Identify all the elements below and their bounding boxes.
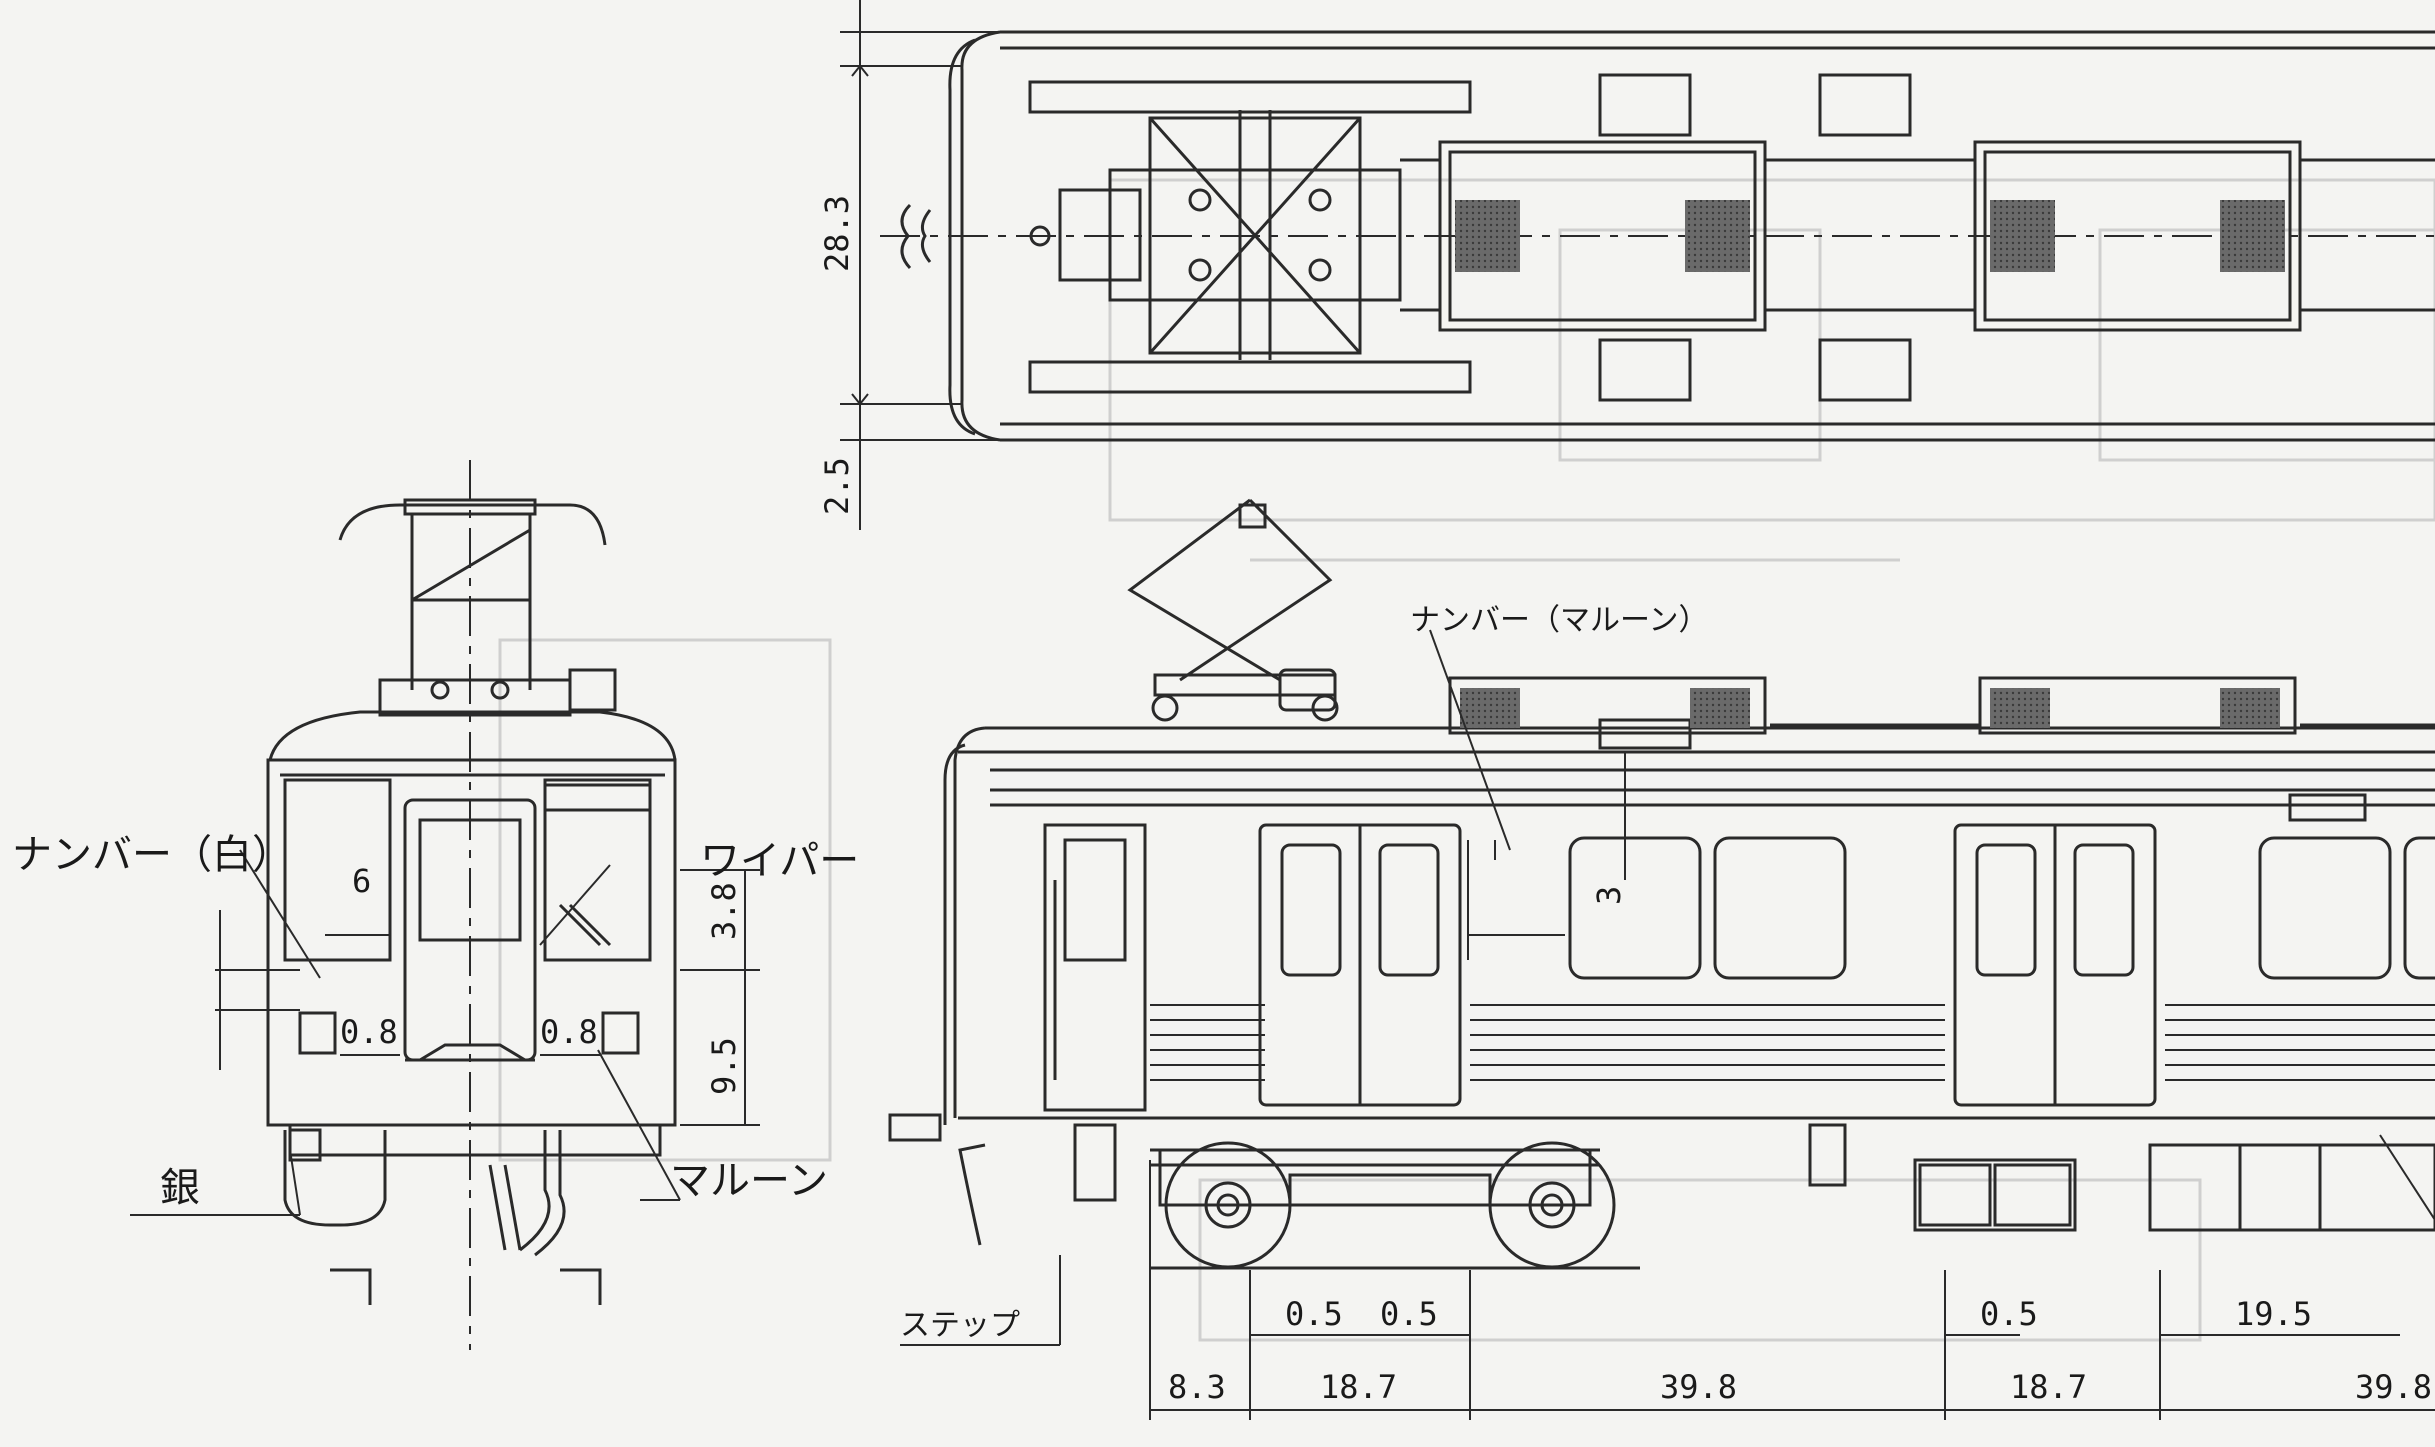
dim-side-number-height: 3 bbox=[1590, 885, 1628, 905]
dim-bottom-05-a: 0.5 bbox=[1285, 1295, 1343, 1333]
side-ac-grilles bbox=[1460, 688, 2280, 728]
dim-bottom-05-c: 0.5 bbox=[1980, 1295, 2038, 1333]
ghost-lines bbox=[498, 178, 2435, 1342]
label-maroon: マルーン bbox=[670, 1158, 828, 1204]
dim-bottom-187-b: 18.7 bbox=[2010, 1368, 2088, 1406]
dim-bottom-398-a: 39.8 bbox=[1660, 1368, 1738, 1406]
label-wiper: ワイパー bbox=[700, 838, 860, 884]
dim-bottom-05-b: 0.5 bbox=[1380, 1295, 1438, 1333]
top-view bbox=[880, 30, 2435, 442]
front-dimension-lines bbox=[130, 849, 760, 1216]
dim-bottom-83: 8.3 bbox=[1168, 1368, 1226, 1406]
front-view bbox=[266, 460, 677, 1350]
dim-front-number-width: 6 bbox=[352, 862, 372, 900]
dim-front-offset-right: 0.8 bbox=[540, 1013, 598, 1051]
dim-front-offset-left: 0.8 bbox=[340, 1013, 398, 1051]
label-silver: 銀 bbox=[160, 1165, 200, 1211]
dim-front-height-upper: 3.8 bbox=[705, 882, 743, 940]
dim-front-height-lower: 9.5 bbox=[705, 1037, 743, 1095]
dim-top-edge: 2.5 bbox=[818, 457, 856, 515]
side-view bbox=[888, 498, 2435, 1270]
dim-bottom-398-b: 39.8 bbox=[2355, 1368, 2433, 1406]
side-dimension-lines bbox=[900, 629, 2435, 1420]
top-ac-grilles bbox=[1455, 200, 2285, 272]
top-dimension-lines bbox=[840, 0, 1000, 530]
dim-bottom-187-a: 18.7 bbox=[1320, 1368, 1398, 1406]
label-number-maroon: ナンバー（マルーン） bbox=[1410, 603, 1709, 638]
label-step: ステップ bbox=[900, 1308, 1020, 1343]
dim-top-width: 28.3 bbox=[818, 194, 856, 272]
label-number-white: ナンバー（白） bbox=[12, 832, 292, 878]
dim-bottom-195: 19.5 bbox=[2235, 1295, 2313, 1333]
